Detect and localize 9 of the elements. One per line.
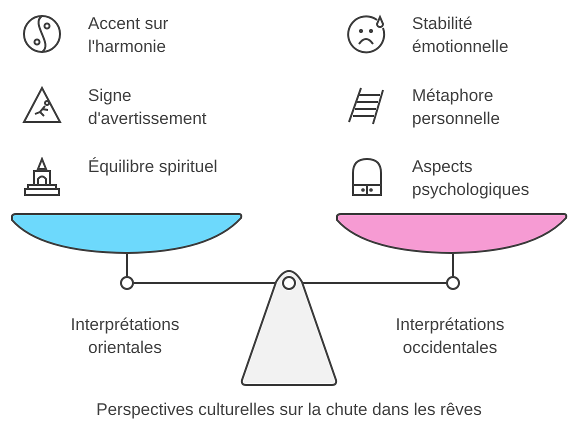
caption: Perspectives culturelles sur la chute dans les rêves [95,399,483,421]
item-label: Signe d'avertissement [88,85,208,130]
item-label: Stabilité émotionnelle [412,13,510,58]
item-label: Équilibre spirituel [88,156,218,178]
item-label: Accent sur l'harmonie [88,13,170,58]
side-label: Interprétations orientales [70,314,180,359]
item-label: Métaphore personnelle [412,85,501,130]
side-label: Interprétations occidentales [394,314,506,359]
item-label: Aspects psychologiques [412,156,530,201]
